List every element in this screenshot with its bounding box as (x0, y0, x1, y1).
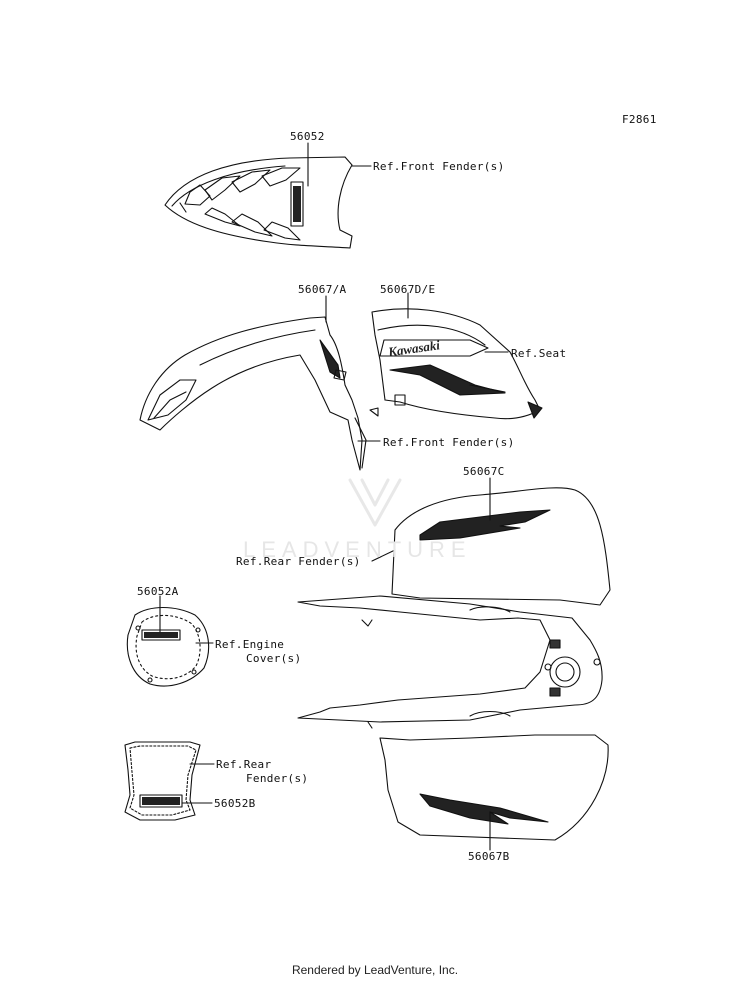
footer-credit: Rendered by LeadVenture, Inc. (291, 963, 459, 977)
part-number-56067b[interactable]: 56067B (468, 850, 510, 863)
part-number-56052[interactable]: 56052 (290, 130, 325, 143)
part-number-56052a[interactable]: 56052A (137, 585, 179, 598)
watermark-text: LEADVENTURE (243, 537, 472, 562)
ref-engine-cover-line2: Cover(s) (246, 652, 302, 665)
part-number-56052b[interactable]: 56052B (214, 797, 256, 810)
ref-seat: Ref.Seat (511, 347, 567, 360)
part-number-56067-a[interactable]: 56067/A (298, 283, 347, 296)
figure-code: F2861 (622, 113, 657, 126)
ref-engine-cover-line1: Ref.Engine (215, 638, 285, 651)
front-fender-top-part (164, 156, 353, 249)
seat-side-panel: Kawasaki (371, 308, 543, 420)
front-fender-side-part (139, 316, 379, 471)
ref-rear-fender-2-line1: Ref.Rear (216, 758, 272, 771)
part-number-56067c[interactable]: 56067C (463, 465, 505, 478)
ref-front-fender-1: Ref.Front Fender(s) (373, 160, 505, 173)
leader-lines (159, 142, 509, 851)
ref-front-fender-2: Ref.Front Fender(s) (383, 436, 515, 449)
part-number-56067d-e[interactable]: 56067D/E (380, 283, 436, 296)
watermark-logo-icon (348, 478, 402, 527)
engine-cover-part (126, 607, 210, 687)
rear-fender-assembly (297, 487, 611, 841)
ref-rear-fender-1: Ref.Rear Fender(s) (236, 555, 361, 568)
rear-fender-panel (124, 741, 201, 821)
ref-rear-fender-2-line2: Fender(s) (246, 772, 309, 785)
kawasaki-decal-seat: Kawasaki (386, 337, 441, 359)
